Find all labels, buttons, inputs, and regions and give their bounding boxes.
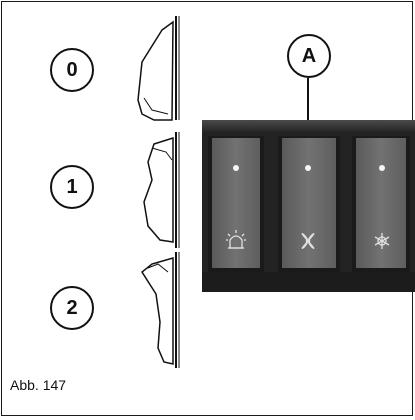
position-2-callout: 2	[50, 286, 94, 330]
rocker-switch-position-1	[143, 132, 180, 248]
callout-a-leader-line	[307, 78, 309, 136]
ventilation-fan-button[interactable]	[278, 136, 340, 272]
position-0-callout: 0	[50, 48, 94, 92]
indicator-light	[305, 165, 311, 171]
position-1-callout: 1	[50, 165, 94, 209]
rotating-beacon-icon	[226, 230, 246, 249]
indicator-light	[233, 165, 239, 171]
snowflake-icon	[374, 233, 390, 249]
switch-panel-photo	[202, 120, 415, 292]
rocker-switch-position-2	[141, 252, 180, 368]
beacon-light-button[interactable]	[208, 136, 264, 272]
fan-icon	[301, 233, 315, 249]
rocker-switch-position-0	[137, 16, 180, 121]
callout-a: A	[287, 34, 331, 78]
figure-caption: Abb. 147	[10, 377, 67, 393]
indicator-light	[379, 165, 385, 171]
air-conditioning-button[interactable]	[352, 136, 410, 272]
